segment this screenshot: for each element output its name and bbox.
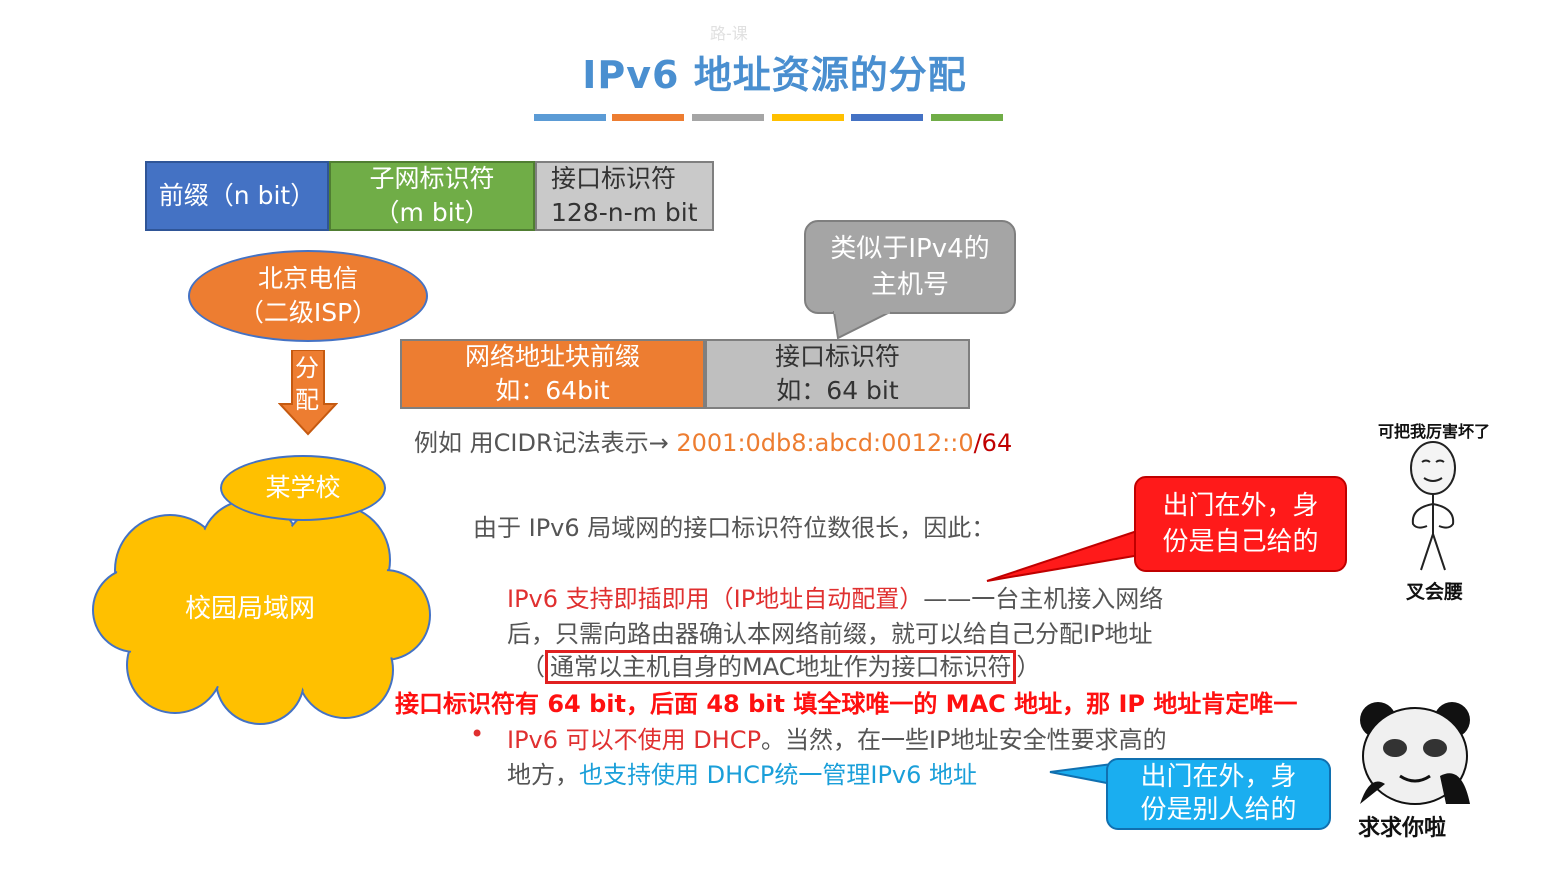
- bullet2-line2: 地方，也支持使用 DHCP统一管理IPv6 地址: [507, 755, 977, 790]
- bullet2-blue: 也支持使用 DHCP统一管理IPv6 地址: [579, 761, 978, 789]
- interface-id-block-label: 接口标识符: [774, 342, 900, 371]
- cidr-address: 2001:0db8:abcd:0012::0: [676, 429, 974, 457]
- red-callout-pointer: [986, 528, 1141, 582]
- network-prefix-bits: 如：64bit: [495, 376, 610, 405]
- callout-line-2: 主机号: [870, 270, 949, 300]
- red-callout-line-2: 份是自己给的: [1162, 527, 1319, 557]
- meme1-top-caption: 可把我厉害坏了: [1378, 422, 1491, 441]
- interface-id-field: 接口标识符 128-n-m bit: [535, 161, 714, 231]
- callout-line-1: 类似于IPv4的: [830, 234, 990, 264]
- bullet1-line1: IPv6 支持即插即用（IP地址自动配置）——一台主机接入网络: [507, 579, 1163, 614]
- network-prefix-block: 网络地址块前缀 如：64bit: [400, 339, 705, 409]
- paren-close: ）: [1016, 653, 1041, 681]
- watermark: 路-课: [710, 24, 748, 43]
- cidr-label: 例如 用CIDR记法表示→: [414, 429, 677, 457]
- allocate-arrow-icon: [278, 350, 338, 436]
- title-bar-segment: [931, 114, 1003, 121]
- isp-name: 北京电信: [257, 264, 358, 293]
- host-number-callout: 类似于IPv4的 主机号: [804, 220, 1016, 314]
- panda-meme-icon: [1360, 702, 1470, 805]
- interface-id-block-bits: 如：64 bit: [776, 376, 899, 405]
- bullet2-marker: •: [470, 720, 485, 748]
- title-bar-segment: [692, 114, 764, 121]
- intro-text: 由于 IPv6 局域网的接口标识符位数很长，因此：: [473, 514, 996, 542]
- interface-id-block: 接口标识符 如：64 bit: [705, 339, 970, 409]
- interface-id-bits: 128-n-m bit: [551, 198, 698, 227]
- meme1-bottom-caption: 叉会腰: [1406, 581, 1464, 603]
- title-bar-segment: [612, 114, 684, 121]
- allocate-label: 分 配: [292, 352, 322, 416]
- campus-cloud-icon: [92, 500, 431, 725]
- meme2-caption: 求求你啦: [1358, 816, 1447, 841]
- slide-title: IPv6 地址资源的分配: [582, 53, 967, 97]
- bullet2-start: 地方，: [507, 761, 579, 789]
- bullet1-line2: 后，只需向路由器确认本网络前缀，就可以给自己分配IP地址: [507, 620, 1153, 648]
- subnet-id-label: 子网标识符: [369, 164, 495, 193]
- blue-callout-line-1: 出门在外，身: [1140, 762, 1297, 792]
- allocate-char-2: 配: [295, 386, 319, 414]
- mac-highlight-box: 通常以主机自身的MAC地址作为接口标识符: [545, 650, 1017, 684]
- subnet-id-field: 子网标识符 （m bit）: [329, 161, 535, 231]
- network-prefix-label: 网络地址块前缀: [464, 342, 640, 371]
- paren-open: （: [521, 653, 545, 681]
- hands-on-hips-meme-icon: [1410, 441, 1456, 571]
- prefix-field: 前缀（n bit）: [145, 161, 329, 231]
- isp-ellipse: 北京电信 （二级ISP）: [188, 250, 428, 342]
- cidr-example: 例如 用CIDR记法表示→ 2001:0db8:abcd:0012::0/64: [414, 423, 1012, 458]
- bullet1-line3: （通常以主机自身的MAC地址作为接口标识符）: [521, 647, 1041, 684]
- red-callout-line-1: 出门在外，身: [1162, 491, 1319, 521]
- callout-pointer: [832, 310, 891, 340]
- title-bar-segment: [534, 114, 606, 121]
- title-bar-segment: [851, 114, 923, 121]
- bullet2-rest: 。当然，在一些IP地址安全性要求高的: [761, 726, 1167, 754]
- others-assigned-callout: 出门在外，身 份是别人给的: [1106, 758, 1331, 830]
- bullet2-highlight: IPv6 可以不使用 DHCP: [507, 726, 762, 754]
- bullet1-highlight: IPv6 支持即插即用（IP地址自动配置）: [507, 585, 924, 613]
- bullet2-line1: IPv6 可以不使用 DHCP。当然，在一些IP地址安全性要求高的: [507, 720, 1167, 755]
- bullet1-rest: ——一台主机接入网络: [923, 585, 1164, 613]
- interface-id-label: 接口标识符: [551, 164, 677, 193]
- isp-level: （二级ISP）: [238, 298, 378, 327]
- blue-callout-pointer: [1049, 762, 1113, 786]
- allocate-char-1: 分: [295, 354, 319, 382]
- school-ellipse: 某学校: [220, 455, 386, 521]
- campus-lan-label: 校园局域网: [184, 594, 315, 624]
- title-bar-segment: [772, 114, 844, 121]
- self-assigned-callout: 出门在外，身 份是自己给的: [1134, 476, 1347, 572]
- cidr-suffix: /64: [973, 429, 1013, 457]
- subnet-id-bits: （m bit）: [374, 198, 490, 227]
- blue-callout-line-2: 份是别人给的: [1140, 795, 1297, 825]
- emphasis-note: 接口标识符有 64 bit，后面 48 bit 填全球唯一的 MAC 地址，那 …: [395, 690, 1298, 718]
